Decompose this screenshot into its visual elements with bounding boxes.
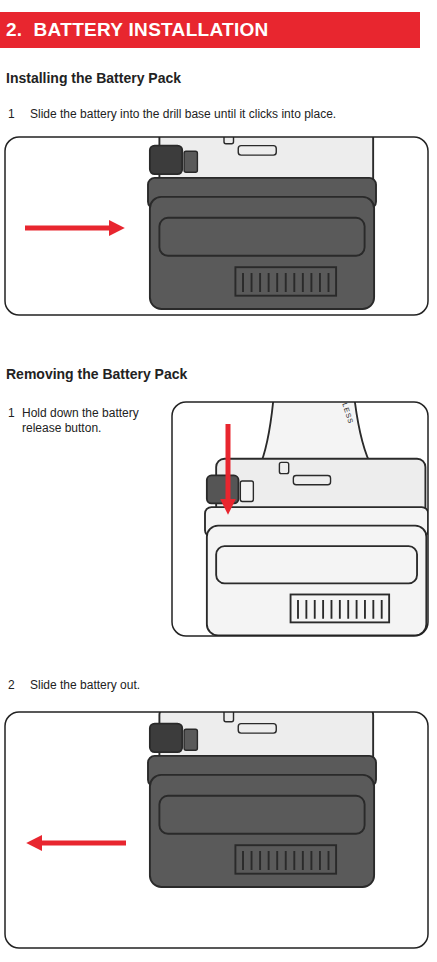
- step-text: Slide the battery into the drill base un…: [30, 107, 434, 122]
- step-number: 2: [8, 678, 22, 693]
- figure-frame: [5, 137, 428, 315]
- drill-battery: [148, 137, 376, 309]
- drill-battery: [205, 402, 428, 635]
- direction-arrow: [25, 226, 112, 231]
- section-title: 2. BATTERY INSTALLATION: [6, 19, 269, 41]
- figure-frame: [5, 712, 428, 948]
- section-heading: Installing the Battery Pack: [6, 70, 426, 88]
- step-number: 1: [8, 406, 22, 421]
- drill-battery: [148, 712, 376, 887]
- step-number: 1: [8, 107, 22, 122]
- remove-figure: [148, 712, 376, 887]
- section-heading: Removing the Battery Pack: [6, 366, 426, 384]
- install-figure: [148, 137, 376, 309]
- step-text: Hold down the battery release button.: [22, 406, 162, 436]
- figure-frame: [172, 402, 428, 636]
- direction-arrow: [226, 424, 231, 502]
- release-figure: [205, 402, 428, 635]
- direction-arrow: [39, 841, 126, 846]
- title-band: [0, 12, 420, 48]
- step-text: Slide the battery out.: [30, 678, 410, 693]
